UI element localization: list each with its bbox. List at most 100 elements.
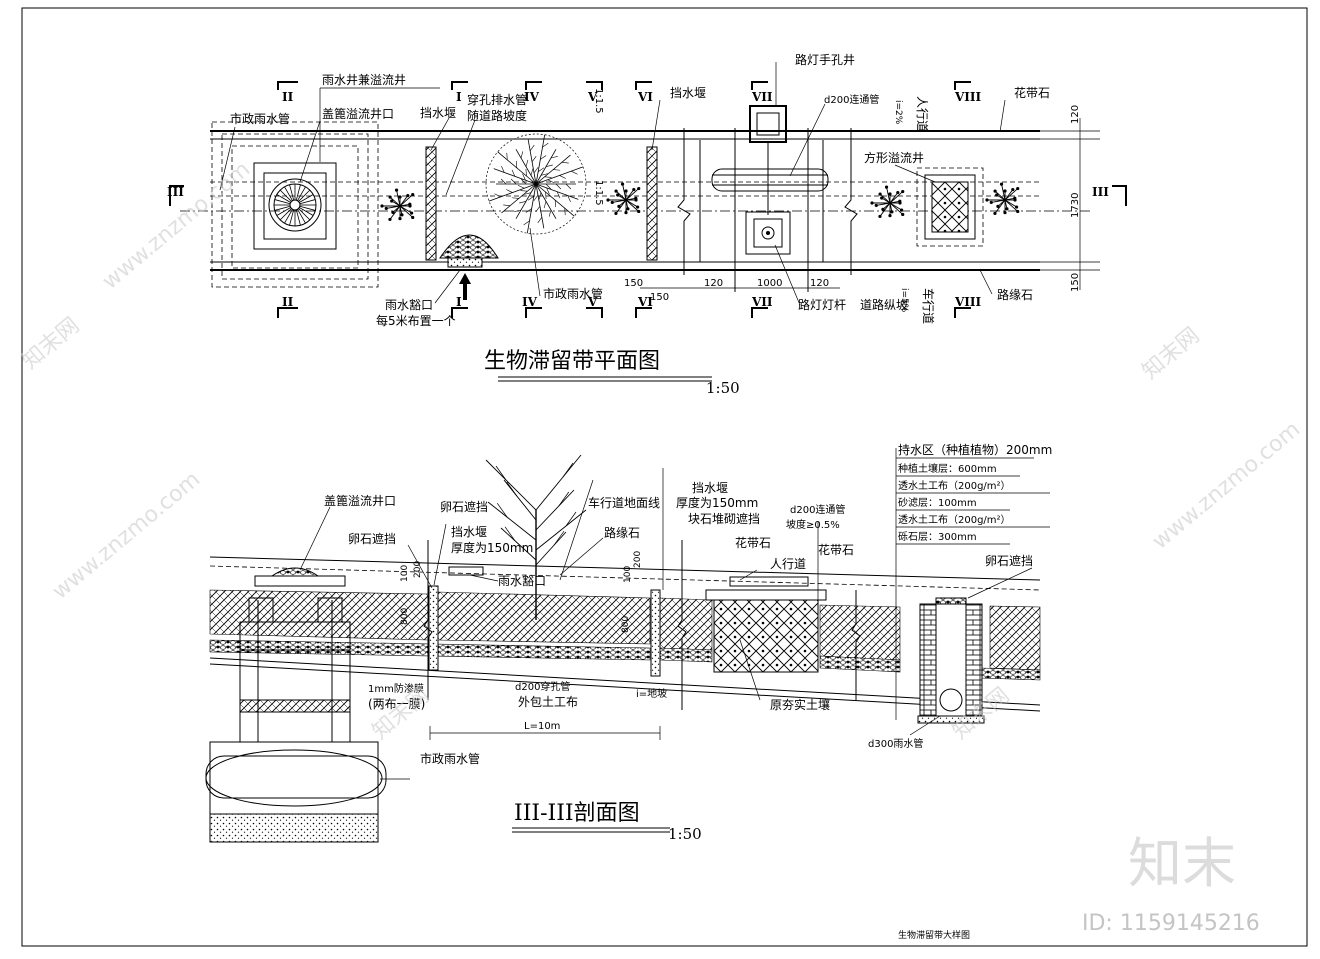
mark-V-top: V bbox=[587, 90, 598, 104]
label-length: L=10m bbox=[524, 721, 560, 732]
svg-text:www.znzmo.com: www.znzmo.com bbox=[1148, 417, 1305, 555]
label-weir-left: 挡水堰 bbox=[420, 106, 456, 120]
shrub-plan-4 bbox=[985, 182, 1020, 216]
label-d200-connect-section: d200连通管 bbox=[790, 503, 845, 516]
tree-plan bbox=[485, 133, 587, 235]
svg-text:知末网: 知末网 bbox=[1138, 323, 1205, 385]
label-side-slope-2: 1:1.5 bbox=[593, 180, 604, 206]
label-lamp-pole: 路灯灯杆 bbox=[798, 297, 846, 312]
mark-I-bottom: I bbox=[456, 295, 462, 309]
label-municipal-pipe-top: 市政雨水管 bbox=[230, 111, 290, 126]
inlet-arrow bbox=[459, 273, 471, 300]
label-d200-connect: d200连通管 bbox=[824, 93, 879, 106]
dim-800-b: 800 bbox=[621, 616, 631, 633]
mark-III-left: III bbox=[167, 185, 184, 199]
shrub-plan-3 bbox=[870, 185, 905, 219]
label-municipal-pipe-section: 市政雨水管 bbox=[420, 751, 480, 766]
section-scale: 1:50 bbox=[668, 825, 702, 843]
tree-section bbox=[485, 454, 587, 620]
dim-150-right: 150 bbox=[1070, 273, 1081, 292]
label-flower-curb: 花带石 bbox=[1014, 85, 1050, 100]
rain-well-plan bbox=[211, 121, 379, 288]
label-curb-section: 路缘石 bbox=[604, 525, 640, 540]
label-block-stone: 块石堆砌遮挡 bbox=[688, 511, 760, 526]
label-slope-min: 坡度≥0.5% bbox=[786, 518, 840, 531]
mark-VI-bottom: VI bbox=[637, 295, 653, 309]
mark-VI-top: VI bbox=[637, 90, 653, 104]
label-lamp-handhole: 路灯手孔井 bbox=[795, 52, 855, 67]
label-carriageway: 车行道 bbox=[921, 288, 936, 324]
layer-legend: 持水区（种植植物）200mm 种植土壤层：600mm 透水土工布（200g/m²… bbox=[896, 442, 1052, 545]
dim-200-b: 200 bbox=[633, 551, 643, 568]
label-road-slope: 道路纵坡 bbox=[860, 297, 908, 312]
layer-3: 透水土工布（200g/m²） bbox=[898, 479, 1011, 492]
square-overflow-plan bbox=[916, 167, 984, 247]
dim-120-b: 120 bbox=[810, 278, 829, 289]
label-rain-inlet: 雨水豁口 bbox=[385, 297, 433, 312]
label-slope-i: i=地坡 bbox=[636, 687, 667, 700]
dim-1000: 1000 bbox=[757, 278, 782, 289]
label-rain-well-overflow: 雨水井兼溢流井 bbox=[322, 73, 406, 87]
weir-right-plan bbox=[646, 146, 658, 261]
label-weir-right-thickness: 厚度为150mm bbox=[676, 495, 758, 510]
label-every-5m: 每5米布置一个 bbox=[376, 313, 456, 328]
plan-view: II II I I IV IV V V VI VI VII VII VIII V… bbox=[167, 52, 1127, 397]
label-carriage-line: 车行道地面线 bbox=[588, 495, 660, 510]
mark-VIII-top: VIII bbox=[954, 90, 982, 104]
plan-scale: 1:50 bbox=[706, 379, 740, 397]
layer-5: 透水土工布（200g/m²） bbox=[898, 513, 1011, 526]
shrub-plan-1 bbox=[380, 188, 415, 222]
mark-VII-bottom: VII bbox=[751, 295, 773, 309]
label-d200-perforated: d200穿孔管 bbox=[515, 680, 570, 693]
mark-III-right: III bbox=[1092, 185, 1109, 199]
label-perforated-pipe: 穿孔排水管 bbox=[467, 92, 527, 107]
label-grate-overflow-inlet: 盖篦溢流井口 bbox=[322, 106, 394, 121]
dim-200-a: 200 bbox=[413, 561, 423, 578]
plan-title: 生物滞留带平面图 bbox=[484, 349, 660, 374]
image-id: ID: 1159145216 bbox=[1082, 911, 1260, 936]
sheet-border bbox=[21, 7, 1308, 947]
label-square-overflow: 方形溢流井 bbox=[864, 150, 924, 165]
mark-IV-bottom: IV bbox=[522, 295, 538, 309]
label-municipal-pipe-bottom: 市政雨水管 bbox=[543, 286, 603, 301]
sheet-name: 生物滞留带大样图 bbox=[898, 929, 970, 941]
layer-6: 砾石层：300mm bbox=[898, 530, 977, 543]
layer-2: 种植土壤层：600mm bbox=[898, 462, 997, 475]
label-weir-right: 挡水堰 bbox=[670, 86, 706, 100]
label-sidewalk: 人行道 bbox=[915, 96, 929, 132]
label-grate-inlet-section: 盖篦溢流井口 bbox=[324, 493, 396, 508]
dim-120-top: 120 bbox=[1070, 105, 1081, 124]
lamp-handhole-plan bbox=[749, 105, 787, 215]
section-title: III-III剖面图 bbox=[514, 801, 640, 826]
section-view: 盖篦溢流井口 卵石遮挡 卵石遮挡 挡水堰 厚度为150mm 车行道地面线 路缘石… bbox=[205, 442, 1052, 843]
label-flower-curb-b: 花带石 bbox=[818, 542, 854, 557]
label-weir-section: 挡水堰 bbox=[451, 525, 487, 539]
plan-leaders bbox=[219, 62, 1006, 306]
label-weir-right-section: 挡水堰 bbox=[692, 481, 728, 495]
label-weir-thickness: 厚度为150mm bbox=[451, 540, 533, 555]
label-sidewalk-section: 人行道 bbox=[770, 557, 806, 571]
mark-II-top: II bbox=[282, 90, 294, 104]
overflow-well-section bbox=[917, 597, 985, 724]
mark-VIII-bottom: VIII bbox=[954, 295, 982, 309]
dim-150-a: 150 bbox=[624, 278, 643, 289]
mark-V-bottom: V bbox=[587, 295, 598, 309]
svg-text:知末网: 知末网 bbox=[18, 313, 85, 375]
label-rain-inlet-section: 雨水豁口 bbox=[498, 573, 546, 588]
label-membrane: 1mm防渗膜 bbox=[368, 682, 424, 695]
pebble-pile-plan bbox=[439, 234, 499, 259]
label-pebble-mid: 卵石遮挡 bbox=[440, 499, 488, 514]
svg-text:www.znzmo.com: www.znzmo.com bbox=[48, 467, 205, 605]
weir-left-plan bbox=[425, 146, 437, 261]
mark-I-top: I bbox=[456, 90, 462, 104]
weir-right-section bbox=[650, 589, 661, 677]
section-marks: II II I I IV IV V V VI VI VII VII VIII V… bbox=[167, 81, 1127, 318]
mark-II-bottom: II bbox=[282, 295, 294, 309]
dim-1730: 1730 bbox=[1070, 193, 1081, 218]
label-wrap: 外包土工布 bbox=[518, 695, 578, 709]
label-d300: d300雨水管 bbox=[868, 737, 923, 750]
label-curb: 路缘石 bbox=[997, 287, 1033, 302]
label-membrane-2: (两布一膜) bbox=[368, 697, 425, 711]
lamp-pole-plan bbox=[745, 211, 791, 255]
